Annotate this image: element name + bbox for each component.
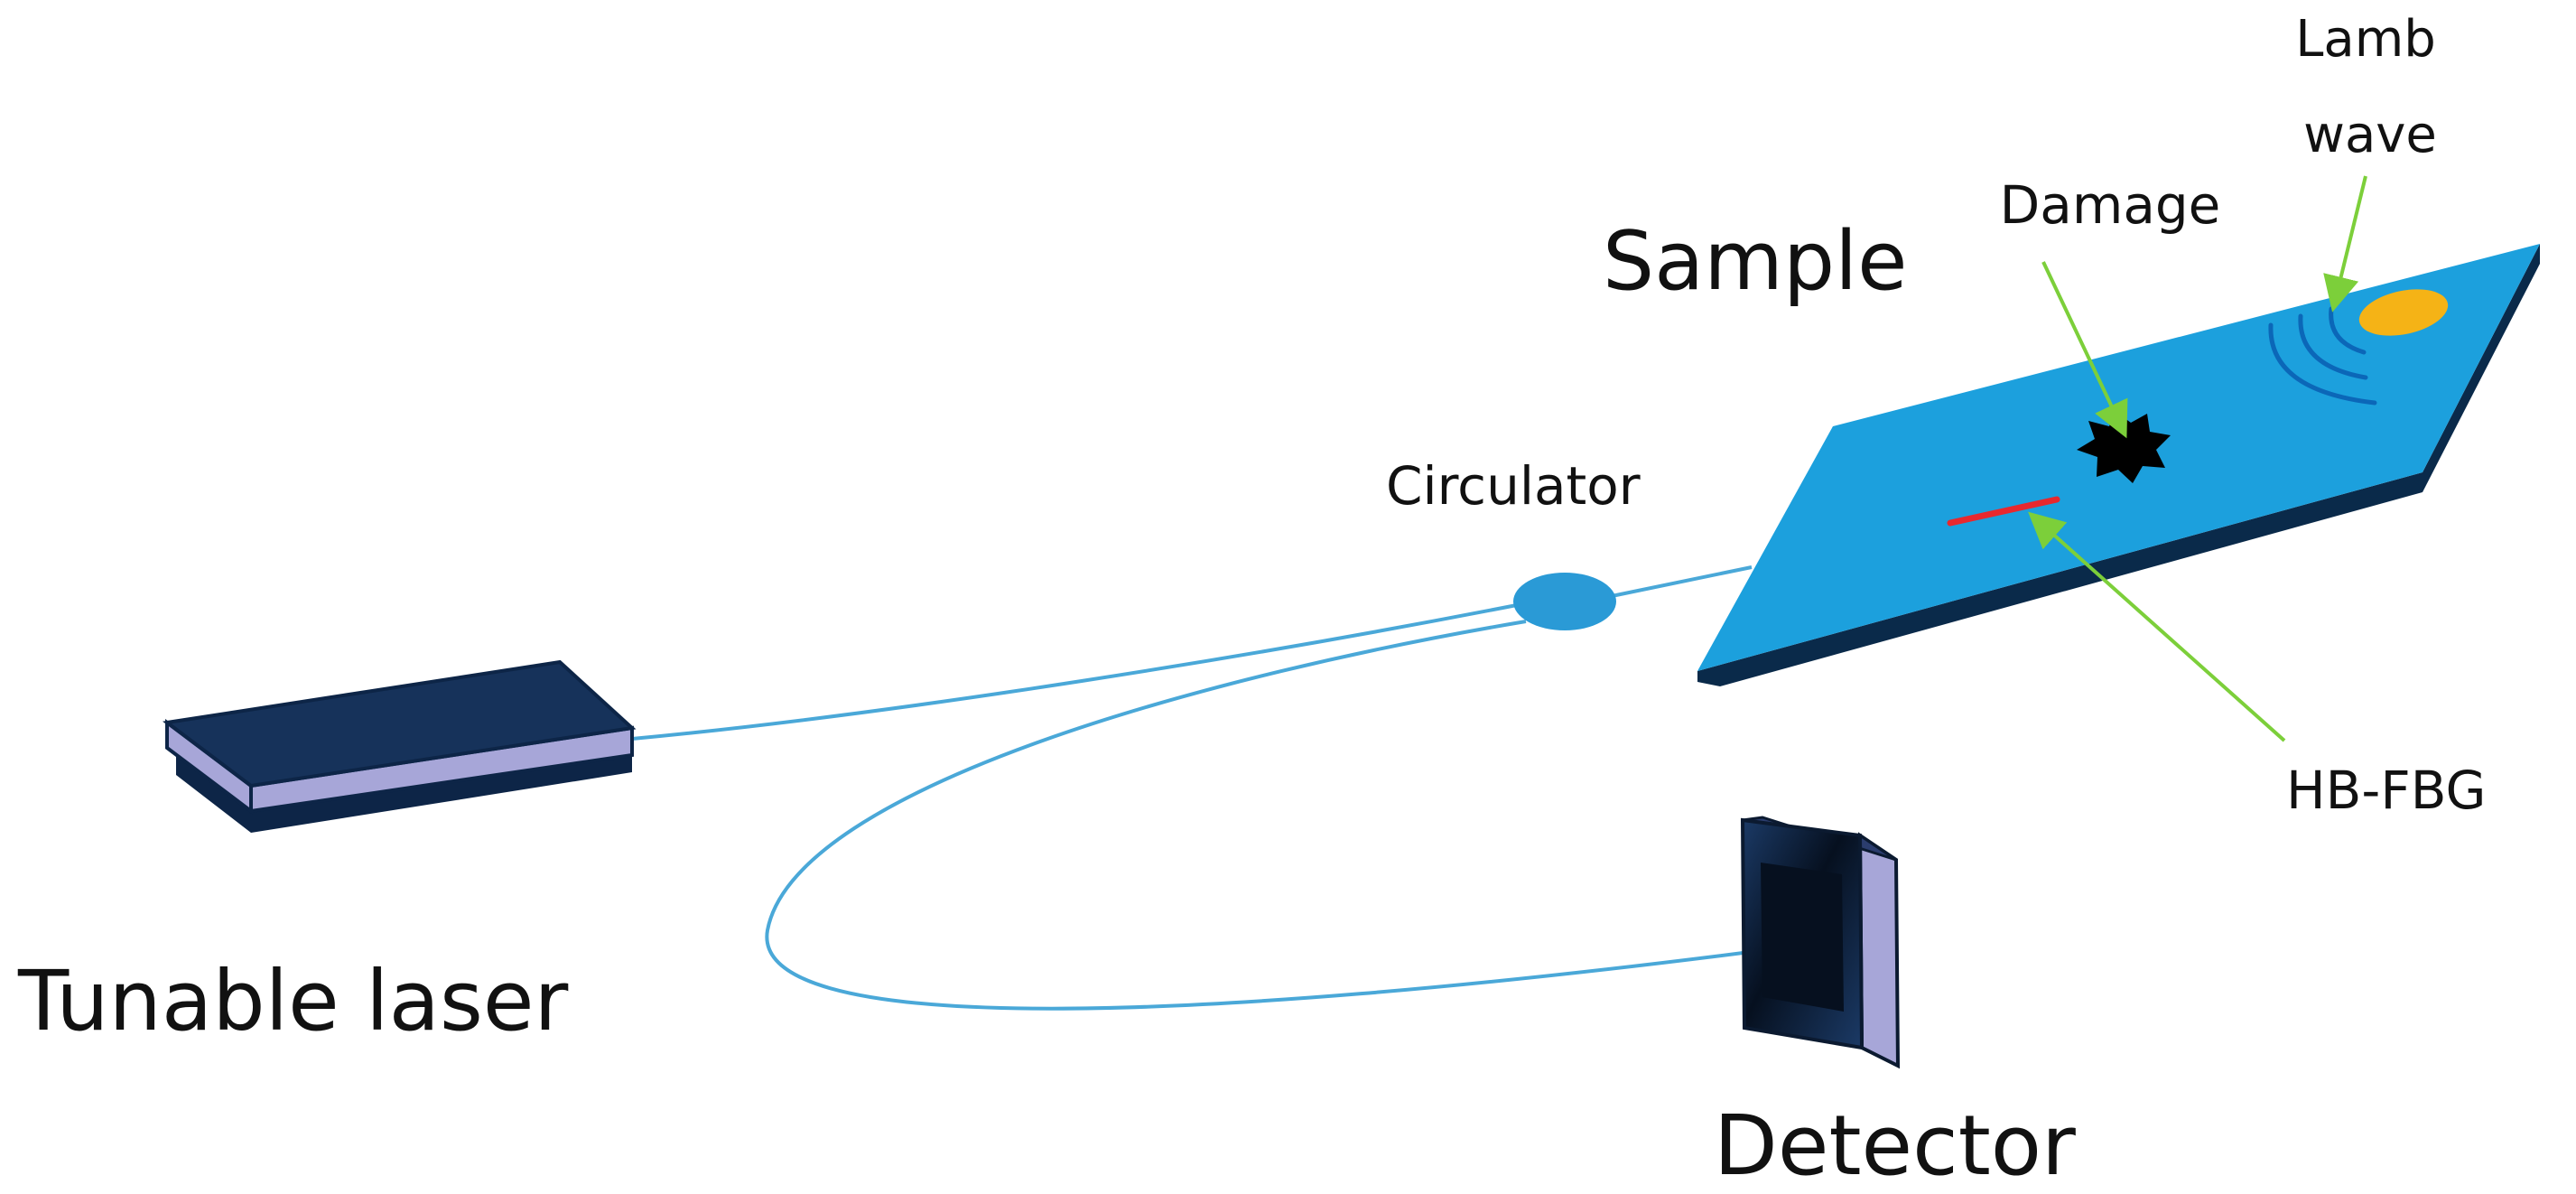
fiber-lines xyxy=(631,565,1793,1011)
damage-label: Damage xyxy=(2000,174,2221,236)
detector-label: Detector xyxy=(1714,1097,2076,1194)
damage-pointer-arrow xyxy=(2041,261,2128,439)
pointer-arrows xyxy=(2028,175,2367,742)
sample-plate-edge-icon xyxy=(1697,472,2423,686)
fiber-laser-to-circulator xyxy=(631,602,1527,741)
fbg-pointer-arrow xyxy=(2028,511,2286,742)
circulator-icon xyxy=(1513,573,1616,630)
hb-fbg-label: HB-FBG xyxy=(2286,760,2486,821)
fiber-circulator-to-sample xyxy=(1611,565,1753,598)
tunable-laser-label: Tunable laser xyxy=(17,953,568,1049)
fbg-icon xyxy=(1947,496,2060,527)
circulator-label: Circulator xyxy=(1386,455,1641,517)
lamb-wave-label-line2: wave xyxy=(2303,106,2437,164)
tunable-laser-icon xyxy=(163,659,637,833)
lamb-wave-label-line1: Lamb xyxy=(2295,10,2436,69)
fiber-circulator-to-detector xyxy=(765,620,1793,1011)
lamb-wave-pointer-arrow xyxy=(2323,175,2367,312)
sample-plate-side-icon xyxy=(2423,244,2540,492)
detector-icon xyxy=(1740,816,1901,1069)
sample-label: Sample xyxy=(1603,214,1907,309)
lamb-wave-icon xyxy=(2268,306,2377,406)
actuator-icon xyxy=(2358,289,2449,336)
